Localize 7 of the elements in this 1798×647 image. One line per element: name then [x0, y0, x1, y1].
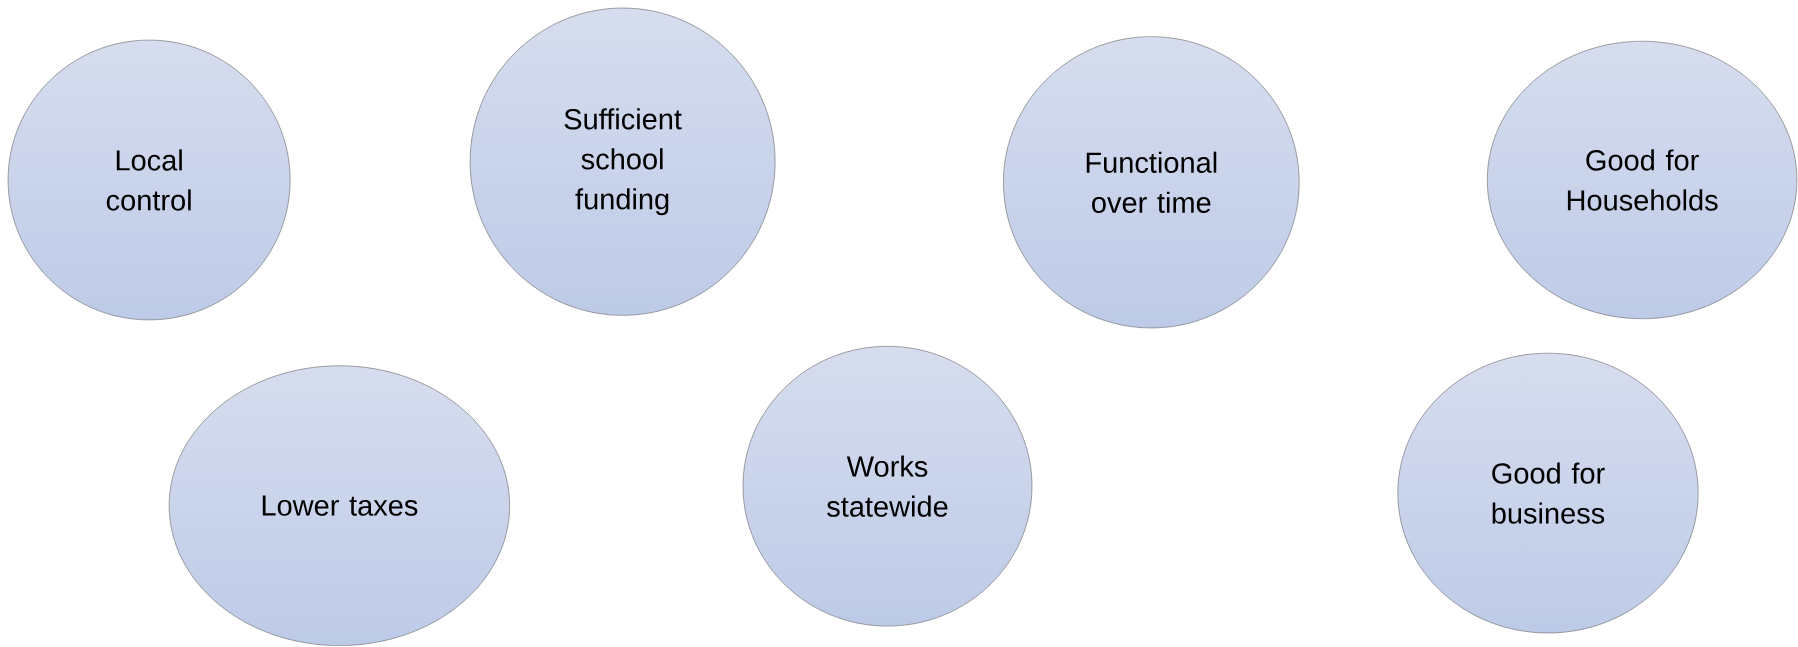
ellipse-node: Lower taxes: [168, 365, 510, 646]
ellipse-node: Sufficient school funding: [469, 7, 776, 316]
ellipse-node: Functional over time: [1003, 36, 1300, 329]
ellipse-node: Good for Households: [1487, 40, 1798, 320]
ellipse-node: Local control: [7, 39, 291, 321]
ellipse-node: Good for business: [1397, 352, 1699, 634]
ellipse-node: Works statewide: [742, 346, 1033, 627]
